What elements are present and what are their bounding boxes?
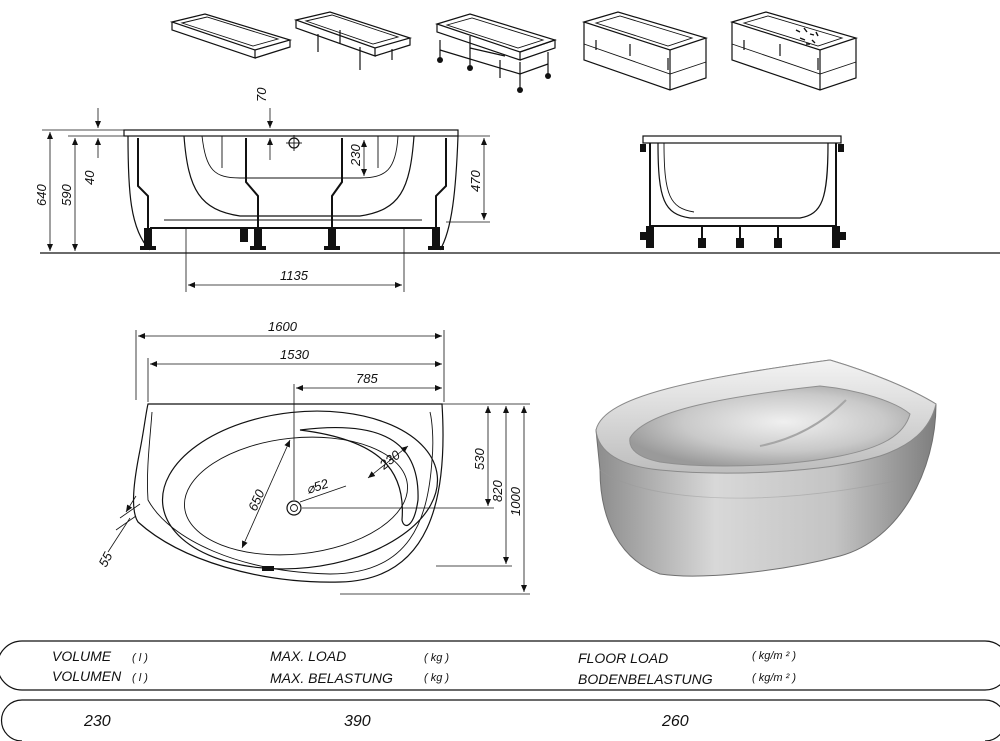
spec-values-row xyxy=(22,699,1000,741)
tub-legs-icon xyxy=(293,11,413,70)
load-unit-en: ( kg ) xyxy=(424,652,449,664)
dim-230-plan: 230 xyxy=(376,447,404,473)
load-value: 390 xyxy=(344,713,371,730)
tub-whirlpool-icon xyxy=(729,11,859,91)
side-elevation xyxy=(640,135,846,248)
front-dimensions: 640 590 40 70 230 470 1135 xyxy=(34,87,490,292)
dim-1600: 1600 xyxy=(268,319,298,334)
dim-470: 470 xyxy=(468,170,483,192)
volume-unit-de: ( l ) xyxy=(132,672,148,684)
load-label-de: MAX. BELASTUNG xyxy=(270,670,393,686)
dim-640: 640 xyxy=(34,184,49,206)
volume-value: 230 xyxy=(83,713,111,730)
dim-1000: 1000 xyxy=(508,486,523,516)
volume-label-de: VOLUMEN xyxy=(52,668,122,684)
plan-view xyxy=(132,403,444,583)
dim-530: 530 xyxy=(472,448,487,470)
spec-labels-row xyxy=(0,640,1000,691)
spec-table: VOLUME VOLUMEN ( l ) ( l ) MAX. LOAD MAX… xyxy=(0,640,1000,741)
floor-unit-de: ( kg/m ² ) xyxy=(752,672,796,684)
dim-785: 785 xyxy=(356,371,378,386)
dim-d52: ⌀52 xyxy=(304,475,331,496)
install-variant-icons xyxy=(169,11,859,93)
dim-55: 55 xyxy=(95,549,115,569)
floor-unit-en: ( kg/m ² ) xyxy=(752,650,796,662)
front-elevation xyxy=(40,129,1000,254)
volume-unit-en: ( l ) xyxy=(132,652,148,664)
dim-820: 820 xyxy=(490,480,505,502)
dim-650: 650 xyxy=(245,487,268,514)
dim-1135: 1135 xyxy=(280,268,309,283)
floor-label-de: BODENBELASTUNG xyxy=(578,671,713,687)
load-label-en: MAX. LOAD xyxy=(270,648,346,664)
tub-plain-icon xyxy=(169,13,293,59)
dim-1530: 1530 xyxy=(280,347,310,362)
floor-value: 260 xyxy=(661,713,689,730)
bathtub-3d-render xyxy=(595,359,937,577)
volume-label-en: VOLUME xyxy=(52,648,112,664)
dim-40: 40 xyxy=(82,170,97,185)
tub-frame-icon xyxy=(435,13,557,93)
dim-590: 590 xyxy=(59,184,74,206)
load-unit-de: ( kg ) xyxy=(424,672,449,684)
floor-label-en: FLOOR LOAD xyxy=(578,650,668,666)
dim-70: 70 xyxy=(254,87,269,102)
dim-230-side: 230 xyxy=(348,144,363,167)
plan-dimensions: 1600 1530 785 530 820 1000 230 650 ⌀52 xyxy=(95,319,530,595)
tub-panel-icon xyxy=(581,11,709,91)
